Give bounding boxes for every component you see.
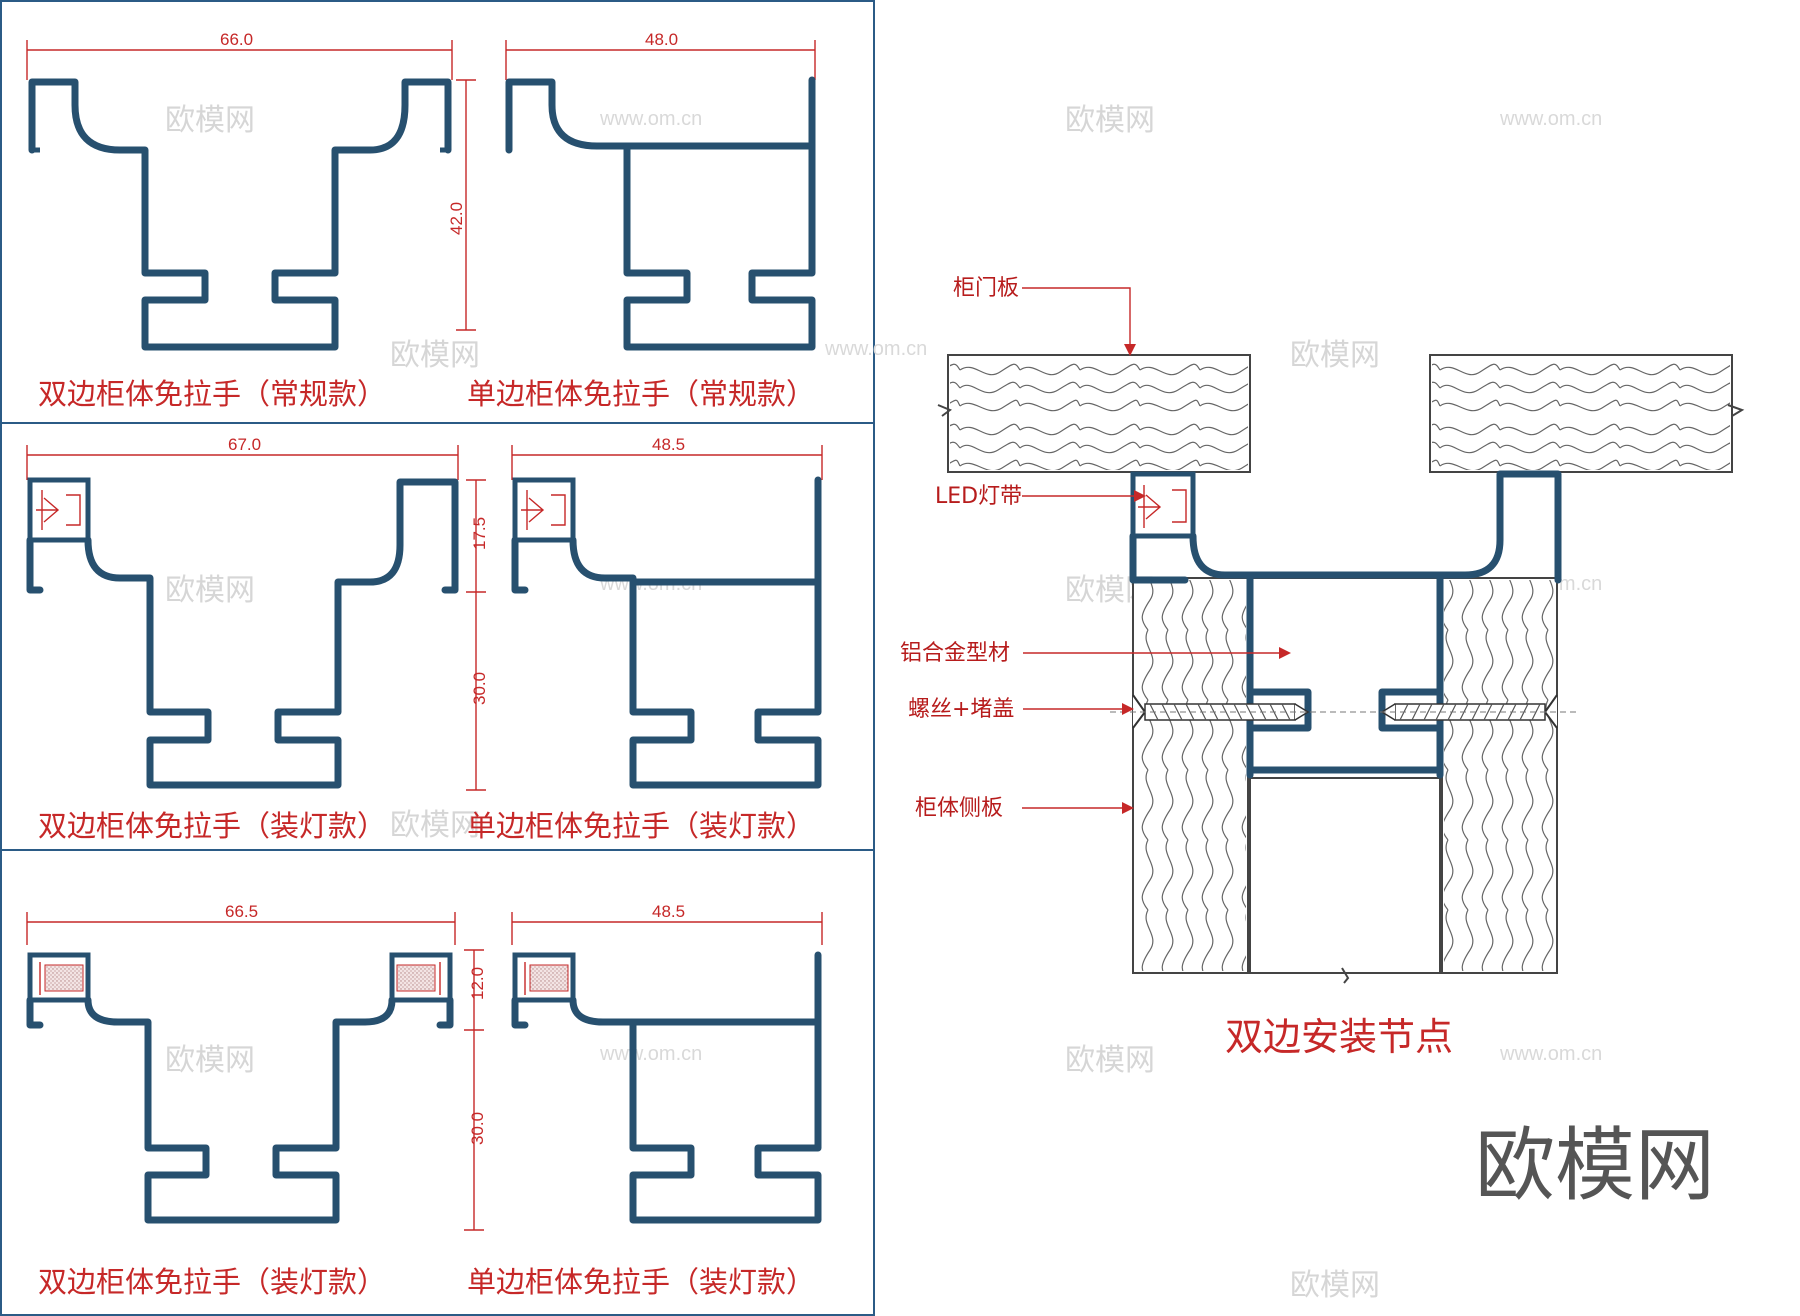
dim-upper: 12.0 bbox=[468, 967, 487, 1000]
profile-double-light-2: 66.5 12.0 30.0 双边柜体免拉手（装灯款） bbox=[26, 902, 487, 1299]
caption-right: 单边柜体免拉手（装灯款） bbox=[467, 809, 815, 843]
label-door-panel: 柜门板 bbox=[953, 276, 1019, 301]
dim-width: 67.0 bbox=[228, 435, 261, 454]
dim-height: 42.0 bbox=[447, 202, 466, 235]
watermark-brand: 欧模网 bbox=[165, 103, 255, 138]
dim-width: 66.0 bbox=[220, 30, 253, 49]
watermark-brand: 欧模网 bbox=[390, 808, 480, 843]
profile-double-light: 67.0 17.5 30.0 双边柜体免拉手（装灯款） bbox=[26, 435, 489, 843]
brand-logo: 欧模网 bbox=[1475, 1119, 1715, 1212]
profile-double-regular: 66.0 42.0 双边柜体免拉手（常规款） bbox=[26, 30, 476, 411]
dim-upper: 17.5 bbox=[470, 517, 489, 550]
watermark-brand: 欧模网 bbox=[165, 573, 255, 608]
caption-left: 双边柜体免拉手（装灯款） bbox=[38, 809, 386, 843]
dim-width: 48.0 bbox=[645, 30, 678, 49]
watermark-url: www.om.cn bbox=[1499, 1043, 1602, 1065]
profile-single-light-2: 48.5 单边柜体免拉手（装灯款） bbox=[467, 902, 823, 1299]
watermark-url: www.om.cn bbox=[824, 338, 927, 360]
caption-right: 单边柜体免拉手（常规款） bbox=[467, 377, 815, 411]
label-screw-cap: 螺丝+堵盖 bbox=[908, 697, 1014, 722]
watermark-brand: 欧模网 bbox=[165, 1043, 255, 1078]
watermark-brand: 欧模网 bbox=[1065, 103, 1155, 138]
watermark-layer: 欧模网 www.om.cn 欧模网 www.om.cn 欧模网 www.om.c… bbox=[165, 103, 1602, 1303]
watermark-url: www.om.cn bbox=[599, 108, 702, 130]
label-aluminum-profile: 铝合金型材 bbox=[900, 641, 1010, 666]
dim-width: 48.5 bbox=[652, 902, 685, 921]
node-title: 双边安装节点 bbox=[1225, 1015, 1453, 1059]
caption-left: 双边柜体免拉手（装灯款） bbox=[38, 1265, 386, 1299]
watermark-brand: 欧模网 bbox=[1290, 1268, 1380, 1303]
dim-lower: 30.0 bbox=[468, 1112, 487, 1145]
watermark-brand: 欧模网 bbox=[1065, 1043, 1155, 1078]
dim-width: 66.5 bbox=[225, 902, 258, 921]
label-side-panel: 柜体侧板 bbox=[915, 796, 1003, 821]
left-panel-frame bbox=[0, 0, 875, 1316]
label-led-strip: LED灯带 bbox=[935, 484, 1022, 509]
installation-node: 柜门板 LED灯带 铝合金型材 螺丝+堵盖 柜体侧板 双边安装节点 bbox=[900, 276, 1745, 1059]
caption-right: 单边柜体免拉手（装灯款） bbox=[467, 1265, 815, 1299]
caption-left: 双边柜体免拉手（常规款） bbox=[38, 377, 386, 411]
watermark-brand: 欧模网 bbox=[1290, 338, 1380, 373]
profile-single-regular: 48.0 单边柜体免拉手（常规款） bbox=[467, 30, 816, 411]
watermark-url: www.om.cn bbox=[599, 1043, 702, 1065]
profile-single-light: 48.5 单边柜体免拉手（装灯款） bbox=[467, 435, 823, 843]
watermark-brand: 欧模网 bbox=[390, 338, 480, 373]
dim-lower: 30.0 bbox=[470, 672, 489, 705]
dim-width: 48.5 bbox=[652, 435, 685, 454]
watermark-url: www.om.cn bbox=[1499, 108, 1602, 130]
